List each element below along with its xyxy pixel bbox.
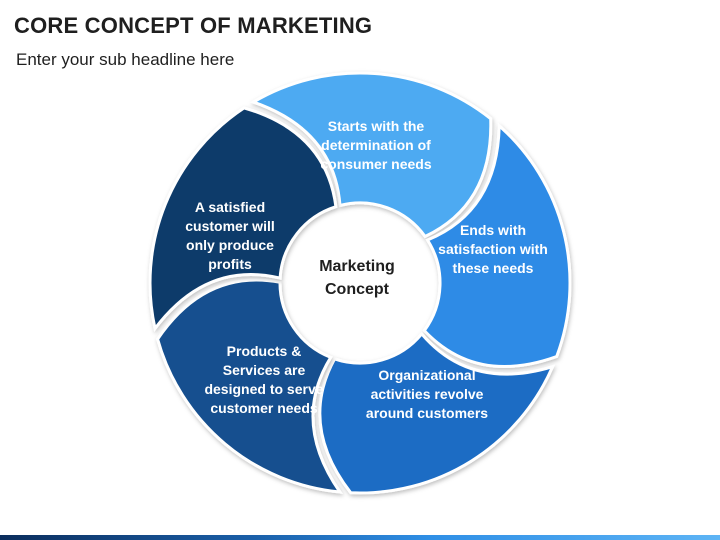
cycle-segments: [148, 71, 572, 495]
cycle-segment-3: [318, 331, 556, 495]
cycle-segment-4: [155, 278, 343, 494]
cycle-segment-1: [249, 71, 493, 239]
segment-2-text: Ends with satisfaction with these needs: [438, 222, 548, 276]
page-title: CORE CONCEPT OF MARKETING: [14, 13, 373, 38]
page-subtitle: Enter your sub headline here: [16, 50, 235, 69]
center-label: Marketing Concept: [297, 255, 417, 301]
cycle-segment-5: [148, 106, 338, 332]
bottom-accent-bar: [0, 535, 720, 540]
segment-3-text: Organizational activities revolve around…: [365, 367, 489, 421]
center-label-line1: Marketing: [319, 258, 395, 275]
center-label-line2: Concept: [325, 281, 389, 298]
segment-4-text: Products & Services are designed to serv…: [204, 343, 324, 416]
segment-1-text: Starts with the determination of consume…: [320, 118, 432, 172]
segment-5-text: A satisfied customer will only produce p…: [185, 199, 275, 272]
cycle-segment-2: [422, 122, 572, 368]
